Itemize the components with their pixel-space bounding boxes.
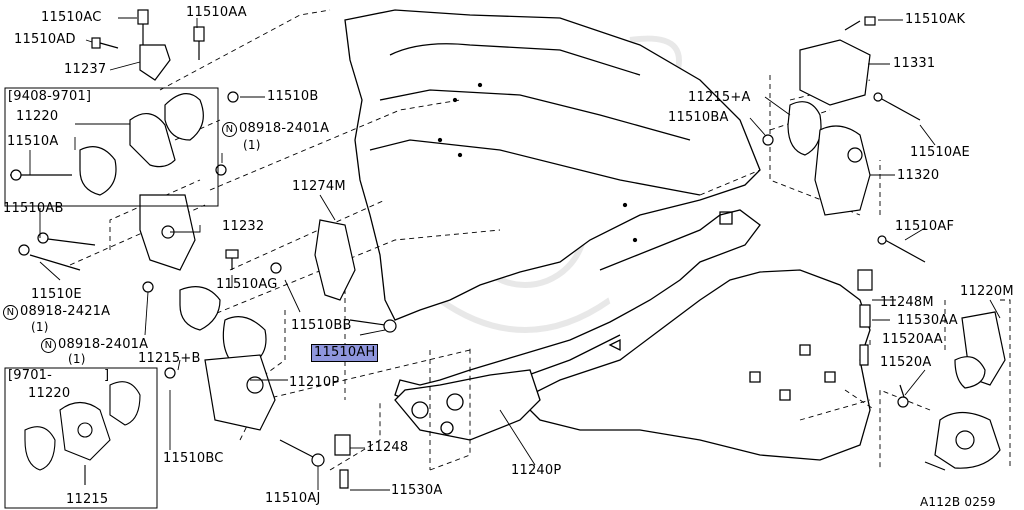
label-11215-B: 11215+B (138, 351, 201, 366)
engine-block (344, 9, 761, 321)
label-11215: 11215 (66, 492, 109, 507)
label-11510AK: 11510AK (905, 12, 966, 27)
label-11520AA: 11520AA (882, 332, 943, 347)
figure-code: A112B 0259 (920, 495, 996, 509)
top-box-label: [9408-9701] (8, 89, 92, 104)
label-11510A: 11510A (7, 134, 59, 149)
label-11510AB: 11510AB (3, 201, 64, 216)
dashed-guides (69, 9, 1011, 471)
label-11510AC: 11510AC (41, 10, 102, 25)
label-11220-top: 11220 (16, 109, 59, 124)
bolt-symbol-icon: N (222, 122, 237, 137)
label-11240P: 11240P (511, 463, 562, 478)
label-11510BA: 11510BA (668, 110, 729, 125)
label-11510B: 11510B (267, 89, 319, 104)
label-11530A: 11530A (391, 483, 443, 498)
label-11220-bottom: 11220 (28, 386, 71, 401)
inset-box-parts (24, 381, 141, 485)
bolt-symbol-icon: N (3, 305, 18, 320)
bottom-box-label-end: ] (104, 368, 110, 383)
label-11248M: 11248M (880, 295, 934, 310)
label-11510E: 11510E (31, 287, 82, 302)
left-mount-parts (10, 9, 397, 489)
label-11248: 11248 (366, 440, 409, 455)
label-11331: 11331 (893, 56, 936, 71)
label-11510AF: 11510AF (895, 219, 955, 234)
right-mount-parts (762, 16, 1006, 471)
label-11510AG: 11510AG (216, 277, 278, 292)
leader-lines (29, 17, 1001, 491)
label-11510AA: 11510AA (186, 5, 247, 20)
qty-1-b: (1) (31, 320, 49, 334)
label-11510AH-highlighted[interactable]: 11510AH (311, 344, 379, 362)
label-11530AA: 11530AA (897, 313, 958, 328)
label-11232: 11232 (222, 219, 265, 234)
inset-box-1994-1997 (4, 87, 219, 207)
bolt-symbol-icon: N (41, 338, 56, 353)
label-11210P: 11210P (289, 375, 340, 390)
label-11274M: 11274M (292, 179, 346, 194)
transmission-case (518, 269, 871, 461)
qty-1-c: (1) (68, 352, 86, 366)
label-11220M: 11220M (960, 284, 1014, 299)
label-11520A: 11520A (880, 355, 932, 370)
label-11320: 11320 (897, 168, 940, 183)
label-11510BC: 11510BC (163, 451, 224, 466)
label-11510AE: 11510AE (910, 145, 970, 160)
crossmember-frame (394, 209, 761, 441)
label-11215-A: 11215+A (688, 90, 751, 105)
bottom-box-label-start: [9701- (8, 368, 53, 383)
label-11237: 11237 (64, 62, 107, 77)
label-11510BB: 11510BB (291, 318, 352, 333)
label-11510AJ: 11510AJ (265, 491, 321, 506)
inset-box-1997-on (4, 367, 158, 509)
qty-1-a: (1) (243, 138, 261, 152)
label-11510AD: 11510AD (14, 32, 76, 47)
